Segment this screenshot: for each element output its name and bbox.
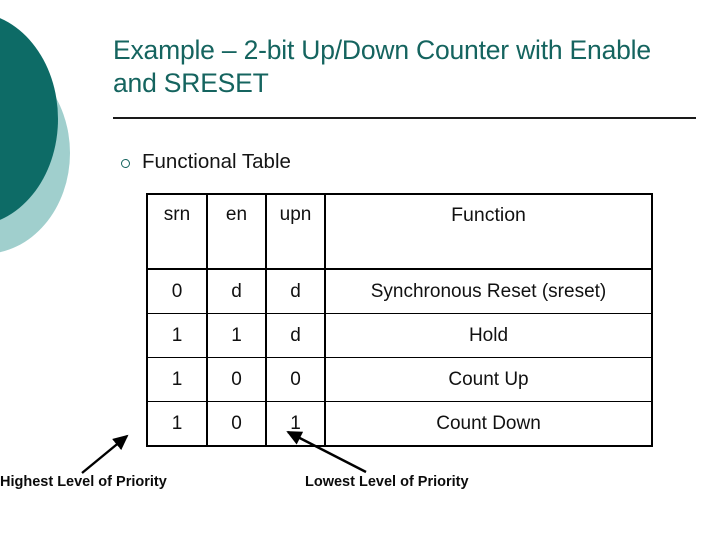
cell-upn: d xyxy=(265,313,326,358)
slide-title: Example – 2-bit Up/Down Counter with Ena… xyxy=(113,35,651,98)
cell-srn: 0 xyxy=(147,268,208,314)
highest-priority-label: Highest Level of Priority xyxy=(0,474,167,490)
cell-upn: d xyxy=(265,268,326,314)
bullet-item-functional-table: Functional Table xyxy=(121,150,291,174)
bullet-label: Functional Table xyxy=(142,150,291,173)
cell-function: Hold xyxy=(324,313,652,358)
table-row: 0 d d Synchronous Reset (sreset) xyxy=(147,268,652,314)
cell-function: Synchronous Reset (sreset) xyxy=(324,268,652,314)
cell-srn: 1 xyxy=(147,401,208,447)
header-upn: upn xyxy=(265,193,326,270)
cell-en: d xyxy=(206,268,267,314)
table-header-row: srn en upn Function xyxy=(147,193,652,270)
cell-srn: 1 xyxy=(147,357,208,402)
cell-function: Count Up xyxy=(324,357,652,402)
cell-upn: 0 xyxy=(265,357,326,402)
hollow-circle-bullet-icon xyxy=(121,158,130,168)
cell-en: 0 xyxy=(206,401,267,447)
functional-table: srn en upn Function 0 d d Synchronous Re… xyxy=(146,193,653,447)
header-en: en xyxy=(206,193,267,270)
table-row: 1 0 0 Count Up xyxy=(147,357,652,402)
cell-srn: 1 xyxy=(147,313,208,358)
table-row: 1 0 1 Count Down xyxy=(147,401,652,447)
header-srn: srn xyxy=(147,193,208,270)
cell-en: 1 xyxy=(206,313,267,358)
cell-en: 0 xyxy=(206,357,267,402)
table-row: 1 1 d Hold xyxy=(147,313,652,358)
title-divider xyxy=(113,117,696,119)
cell-function: Count Down xyxy=(324,401,652,447)
lowest-priority-label: Lowest Level of Priority xyxy=(305,474,469,490)
cell-upn: 1 xyxy=(265,401,326,447)
highest-priority-arrow-icon xyxy=(81,434,129,474)
header-function: Function xyxy=(324,193,652,270)
